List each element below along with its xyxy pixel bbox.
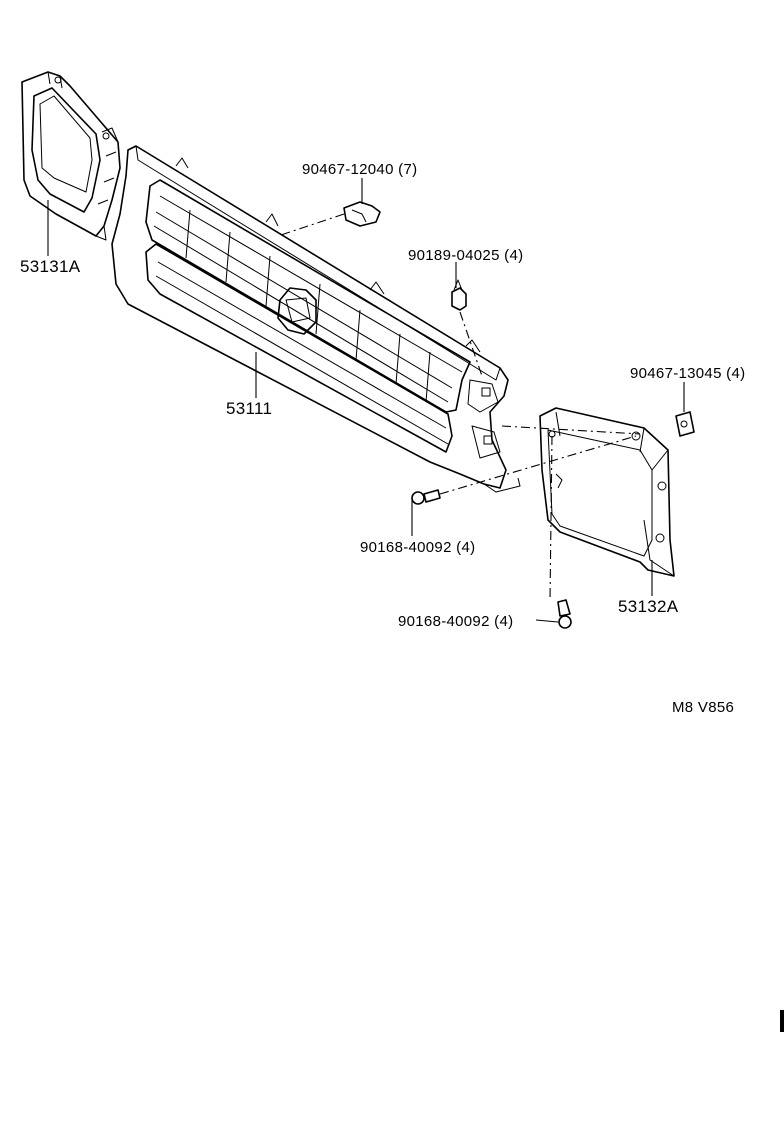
left-headlamp-frame: [21, 71, 121, 241]
part-label-clip-upper: 90467-12040 (7): [302, 161, 417, 178]
part-label-left-frame: 53131A: [20, 257, 81, 276]
part-label-right-frame: 53132A: [618, 597, 679, 616]
part-label-screw-mid: 90168-40092 (4): [360, 539, 475, 556]
part-label-grille: 53111: [226, 399, 272, 418]
radiator-grille: [111, 145, 521, 493]
diagram-code: M8 V856: [672, 699, 734, 716]
edge-mark: [780, 1010, 784, 1032]
clip-upper: [343, 201, 381, 227]
nut-right: [675, 411, 695, 437]
part-label-nut-right: 90467-13045 (4): [630, 365, 745, 382]
leader-lines: [47, 178, 685, 623]
assembly-lines: [277, 213, 641, 601]
grommet-icon: [631, 431, 641, 441]
right-headlamp-frame: [539, 407, 675, 577]
part-label-screw-low: 90168-40092 (4): [398, 613, 513, 630]
screw-mid: [411, 489, 441, 505]
part-label-clip-pin: 90189-04025 (4): [408, 247, 523, 264]
screw-low: [557, 599, 572, 629]
clip-pin: [451, 279, 467, 311]
